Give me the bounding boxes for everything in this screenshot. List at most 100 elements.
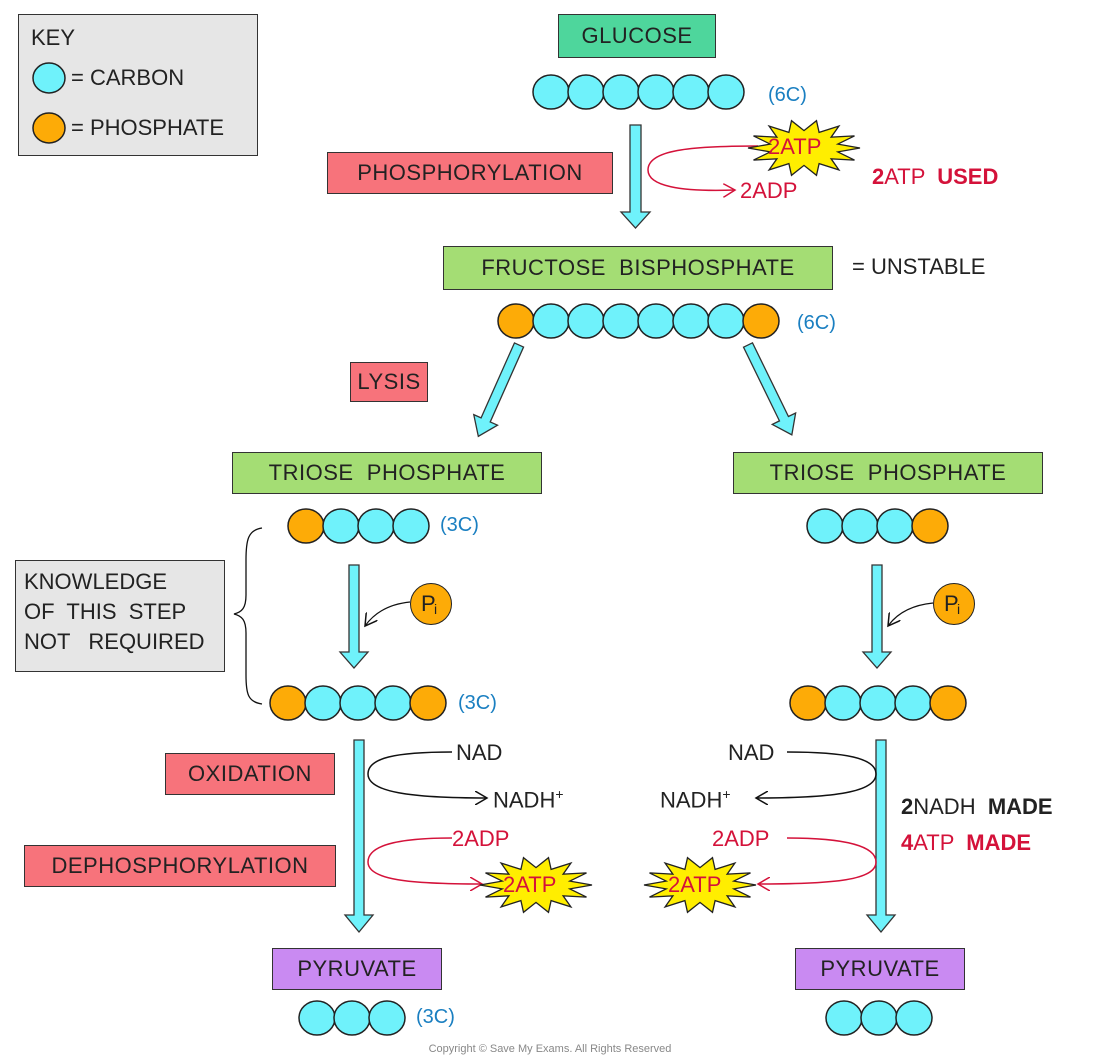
atp-used-summary: 2ATP USED bbox=[872, 164, 998, 190]
pi-subscript: i bbox=[957, 601, 961, 617]
pyruvate-right-label: PYRUVATE bbox=[795, 948, 965, 990]
carbon-atom bbox=[825, 1000, 863, 1036]
adp-curve-left bbox=[367, 837, 482, 884]
triose-left-carbon-count: (3C) bbox=[440, 514, 479, 536]
atp-made-summary: 4ATP MADE bbox=[901, 830, 1031, 856]
pyruvate-left-chain bbox=[298, 1000, 406, 1036]
phosphate-group bbox=[269, 685, 307, 721]
fbp-carbon-count: (6C) bbox=[797, 312, 836, 334]
key-legend: KEY = CARBON = PHOSPHATE bbox=[18, 14, 258, 156]
phosphate-group bbox=[742, 303, 780, 339]
pyruvate-right-chain bbox=[825, 1000, 933, 1036]
phosphate-group bbox=[287, 508, 325, 544]
carbon-atom bbox=[298, 1000, 336, 1036]
carbon-atom bbox=[532, 74, 570, 110]
carbon-atom bbox=[876, 508, 914, 544]
carbon-atom bbox=[567, 74, 605, 110]
carbon-atom bbox=[841, 508, 879, 544]
glucose-label: GLUCOSE bbox=[558, 14, 716, 58]
phosphate-group bbox=[929, 685, 967, 721]
note-line: KNOWLEDGE bbox=[24, 569, 168, 594]
carbon-atom bbox=[602, 303, 640, 339]
nadh-superscript: + bbox=[555, 786, 564, 802]
pi-label: P bbox=[421, 591, 436, 616]
key-phosphate-label: = PHOSPHATE bbox=[71, 115, 225, 140]
atp-input-label: 2ATP bbox=[768, 134, 822, 159]
adp-curve-right bbox=[758, 837, 877, 884]
nadh-text: NADH bbox=[493, 787, 556, 813]
adp-output-label: 2ADP bbox=[740, 178, 798, 203]
phosphate-group bbox=[789, 685, 827, 721]
carbon-atom bbox=[357, 508, 395, 544]
nad-curve-left bbox=[367, 751, 487, 798]
bisphospho-right-chain bbox=[789, 685, 967, 721]
carbon-atom bbox=[672, 303, 710, 339]
bisphospho-left-chain bbox=[269, 685, 447, 721]
triose-left-chain bbox=[287, 508, 430, 544]
pi-subscript: i bbox=[434, 601, 438, 617]
carbon-atom bbox=[339, 685, 377, 721]
pathway-arrow-glucose-to-fbp bbox=[619, 124, 652, 229]
pyruvate-left-carbon-count: (3C) bbox=[416, 1006, 455, 1028]
step-phosphorylation: PHOSPHORYLATION bbox=[327, 152, 613, 194]
atp-made-text: ATP bbox=[913, 830, 955, 855]
carbon-atom bbox=[672, 74, 710, 110]
carbon-atom bbox=[392, 508, 430, 544]
step-lysis: LYSIS bbox=[350, 362, 428, 402]
carbon-atom bbox=[806, 508, 844, 544]
note-brace bbox=[233, 527, 263, 705]
key-carbon-label: = CARBON bbox=[71, 65, 185, 90]
carbon-atom bbox=[532, 303, 570, 339]
adp-left-label: 2ADP bbox=[452, 826, 510, 851]
pathway-arrow-left-phosphate bbox=[338, 564, 370, 669]
atp-made-count: 4 bbox=[901, 830, 914, 855]
atp-burst-right bbox=[643, 856, 757, 914]
pathway-arrow-left-to-pyruvate bbox=[343, 739, 375, 934]
atp-right-label: 2ATP bbox=[668, 872, 722, 897]
carbon-atom bbox=[860, 1000, 898, 1036]
glucose-carbon-count: (6C) bbox=[768, 84, 807, 106]
pathway-arrow-right-phosphate bbox=[861, 564, 893, 669]
carbon-atom bbox=[637, 303, 675, 339]
atp-left-label: 2ATP bbox=[503, 872, 557, 897]
step-dephosphorylation: DEPHOSPHORYLATION bbox=[24, 845, 336, 887]
carbon-atom bbox=[824, 685, 862, 721]
atp-consumption-curve bbox=[647, 145, 759, 190]
knowledge-not-required-note: KNOWLEDGE OF THIS STEP NOT REQUIRED bbox=[15, 560, 225, 672]
pyruvate-left-label: PYRUVATE bbox=[272, 948, 442, 990]
carbon-atom bbox=[304, 685, 342, 721]
atp-burst-left bbox=[479, 856, 593, 914]
bisphospho-left-carbon-count: (3C) bbox=[458, 692, 497, 714]
carbon-atom bbox=[637, 74, 675, 110]
nadh-superscript: + bbox=[722, 786, 731, 802]
note-line: OF THIS STEP bbox=[24, 599, 187, 624]
glucose-chain bbox=[532, 74, 745, 110]
atp-used-word: USED bbox=[937, 164, 999, 189]
carbon-atom bbox=[859, 685, 897, 721]
nad-curve-right bbox=[756, 751, 877, 798]
nadh-made-word: MADE bbox=[987, 794, 1053, 819]
carbon-atom bbox=[567, 303, 605, 339]
key-title: KEY bbox=[31, 25, 76, 50]
carbon-atom bbox=[374, 685, 412, 721]
carbon-atom bbox=[602, 74, 640, 110]
adp-right-label: 2ADP bbox=[712, 826, 770, 851]
fructose-bisphosphate-chain bbox=[497, 303, 780, 339]
pathway-arrow-lysis-right bbox=[742, 341, 797, 436]
atp-made-word: MADE bbox=[966, 830, 1032, 855]
nad-right-label: NAD bbox=[728, 740, 775, 765]
carbon-atom bbox=[333, 1000, 371, 1036]
pathway-arrow-right-to-pyruvate bbox=[865, 739, 897, 934]
nadh-made-count: 2 bbox=[901, 794, 914, 819]
atp-used-text: ATP bbox=[884, 164, 926, 189]
triose-phosphate-right-label: TRIOSE PHOSPHATE bbox=[733, 452, 1043, 494]
nadh-text: NADH bbox=[660, 787, 723, 813]
carbon-key-icon bbox=[32, 62, 66, 94]
phosphate-group bbox=[497, 303, 535, 339]
carbon-atom bbox=[707, 303, 745, 339]
carbon-atom bbox=[322, 508, 360, 544]
atp-used-count: 2 bbox=[872, 164, 885, 189]
